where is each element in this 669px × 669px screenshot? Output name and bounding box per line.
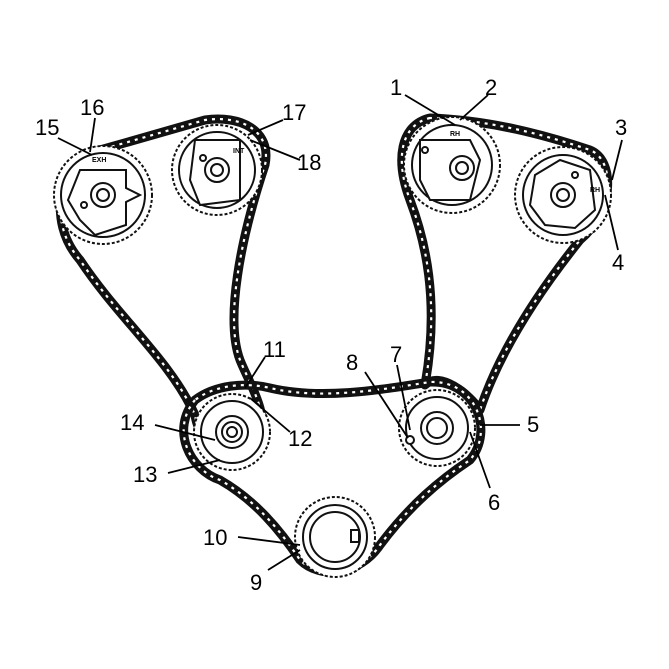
callout-2: 2 [485,75,497,100]
right-exhaust-camshaft-sprocket: RH [514,146,612,244]
leader-lines [57,94,623,571]
callout-13: 13 [133,462,157,487]
callout-10: 10 [203,525,227,550]
right-intake-mark: RH [450,131,460,138]
left-exhaust-mark: EXH [92,157,106,164]
callout-3: 3 [615,115,627,140]
callout-17: 17 [282,100,306,125]
callout-14: 14 [120,410,144,435]
callout-15: 15 [35,115,59,140]
callout-18: 18 [297,150,321,175]
primary-chain [179,377,486,577]
callout-1: 1 [390,75,402,100]
callout-7: 7 [390,342,402,367]
left-intake-mark: INT [233,148,245,155]
right-exhaust-mark: RH [590,187,600,194]
right-intake-camshaft-sprocket: RH [403,116,501,214]
callout-12: 12 [288,426,312,451]
callout-8: 8 [346,350,358,375]
callout-11: 11 [263,337,286,362]
crankshaft-sprocket [294,496,376,578]
left-intake-camshaft-sprocket: INT [171,124,263,216]
callout-4: 4 [612,250,624,275]
callout-16: 16 [80,95,104,120]
left-idler-sprocket [193,393,271,471]
left-exhaust-camshaft-sprocket: EXH [53,145,153,245]
right-idler-sprocket [398,389,476,467]
callout-6: 6 [488,490,500,515]
callout-9: 9 [250,570,262,595]
right-bank-chain [397,113,613,415]
callout-labels: 1 2 3 4 5 6 7 8 9 10 11 12 13 14 15 16 1… [35,75,627,595]
callout-5: 5 [527,412,539,437]
